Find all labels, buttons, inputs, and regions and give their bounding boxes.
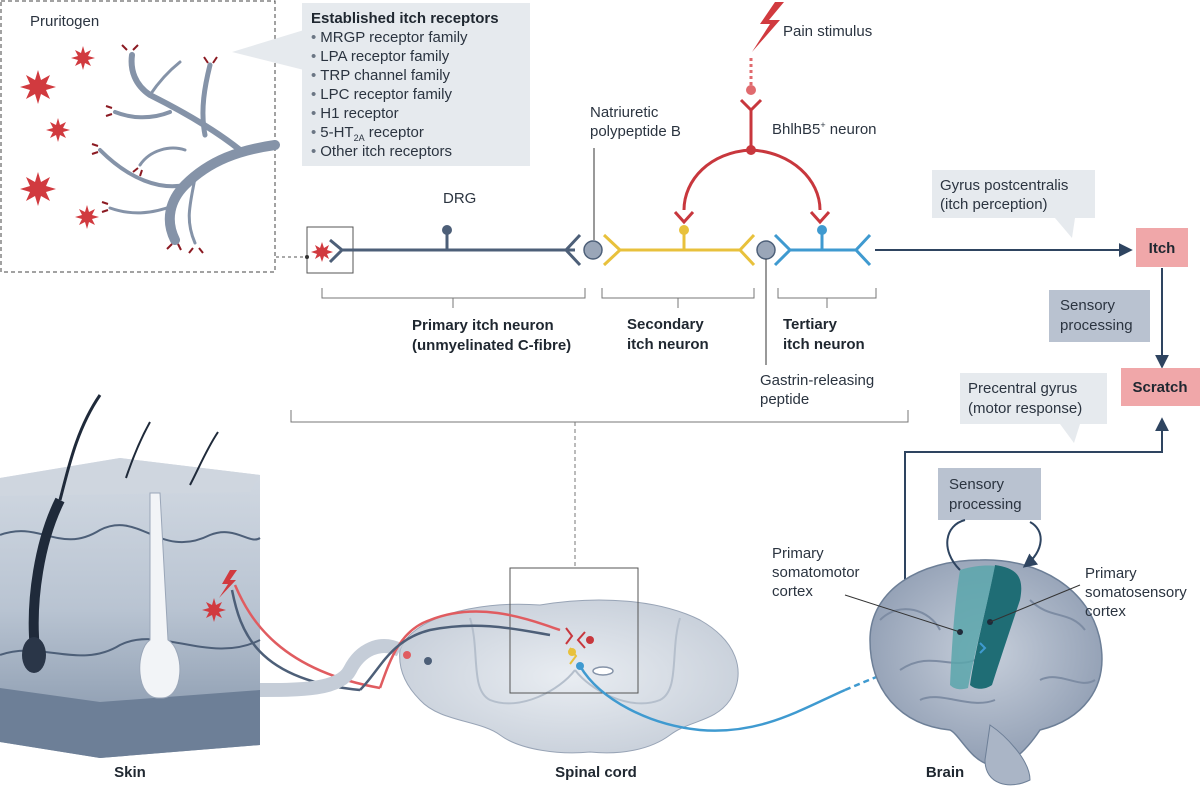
drg-soma xyxy=(442,225,452,235)
pain-stimulus-label: Pain stimulus xyxy=(783,23,872,40)
gyrus-postcentralis-label: Gyrus postcentralis(itch perception) xyxy=(940,177,1068,213)
lightning-icon xyxy=(752,2,784,52)
pruritogen-panel: Pruritogen xyxy=(0,0,280,273)
receptor-list-items: •MRGP receptor family •LPA receptor fami… xyxy=(311,29,468,160)
sensory-processing-box-right xyxy=(1049,290,1150,342)
gyrus-postcentralis-box xyxy=(932,170,1095,218)
bhlhb5-neuron-arc xyxy=(682,148,822,211)
nerve-ending-icon xyxy=(98,52,280,245)
receptor-list-panel: Established itch receptors •MRGP recepto… xyxy=(232,3,530,166)
skin-pruritogen-star xyxy=(202,598,226,622)
sensory-loop-arrow xyxy=(946,519,1042,570)
spinal-synapse-box xyxy=(509,567,639,694)
drg-label: DRG xyxy=(443,190,476,207)
receptor-endings xyxy=(91,44,218,254)
precentral-gyrus-label: Precentral gyrus(motor response) xyxy=(968,380,1082,417)
pruritogen-star-small xyxy=(311,242,333,262)
receptor-item: •MRGP receptor family xyxy=(311,29,468,46)
primary-neuron-label: Primary itch neuron(unmyelinated C-fibre… xyxy=(412,317,571,354)
pruritogen-dashed-box xyxy=(0,0,276,273)
spinal-cord-caption: Spinal cord xyxy=(555,764,637,781)
receptor-list-title: Established itch receptors xyxy=(311,10,499,27)
receptor-item: •LPC receptor family xyxy=(311,86,452,103)
skin-illustration: Skin xyxy=(0,394,381,781)
receptor-list-box xyxy=(302,3,530,166)
sensory-processing-box-brain xyxy=(938,468,1041,520)
somatosensory-cortex-band xyxy=(970,565,1022,689)
right-panel: Gyrus postcentralis(itch perception) Itc… xyxy=(904,170,1200,609)
skin-pain-lightning-icon xyxy=(219,570,237,598)
pruritogen-star xyxy=(20,172,56,206)
brain-caption: Brain xyxy=(926,764,964,781)
scratch-box xyxy=(1121,368,1200,406)
pain-stimulus-group: Pain stimulus BhlhB5+ neuron xyxy=(673,2,877,225)
receptor-item: •TRP channel family xyxy=(311,67,451,84)
natriuretic-vesicle xyxy=(583,240,603,260)
receptor-item: •LPA receptor family xyxy=(311,48,450,65)
precentral-gyrus-box xyxy=(960,373,1107,424)
receptor-callout-pointer xyxy=(232,30,304,70)
gastrin-vesicle xyxy=(756,240,776,260)
pruritogen-label: Pruritogen xyxy=(30,13,99,30)
pruritogen-star xyxy=(46,118,70,142)
somatomotor-cortex-band xyxy=(950,565,995,690)
itch-box xyxy=(1136,228,1188,267)
pruritogen-star xyxy=(20,70,56,104)
bhlhb5-neuron-label: BhlhB5+ neuron xyxy=(772,120,877,138)
receptor-item-5ht2a: •5-HT2A receptor xyxy=(311,124,424,143)
receptor-item: •H1 receptor xyxy=(311,105,399,122)
skin-caption: Skin xyxy=(114,764,146,781)
pruritogen-star xyxy=(75,205,99,229)
spinal-cord-illustration: Spinal cord xyxy=(259,567,956,781)
receptor-item: •Other itch receptors xyxy=(311,143,452,160)
pruritogen-star xyxy=(71,46,95,70)
itch-label: Itch xyxy=(1149,240,1176,257)
scratch-label: Scratch xyxy=(1132,379,1187,396)
pruritogen-molecules xyxy=(20,46,99,229)
